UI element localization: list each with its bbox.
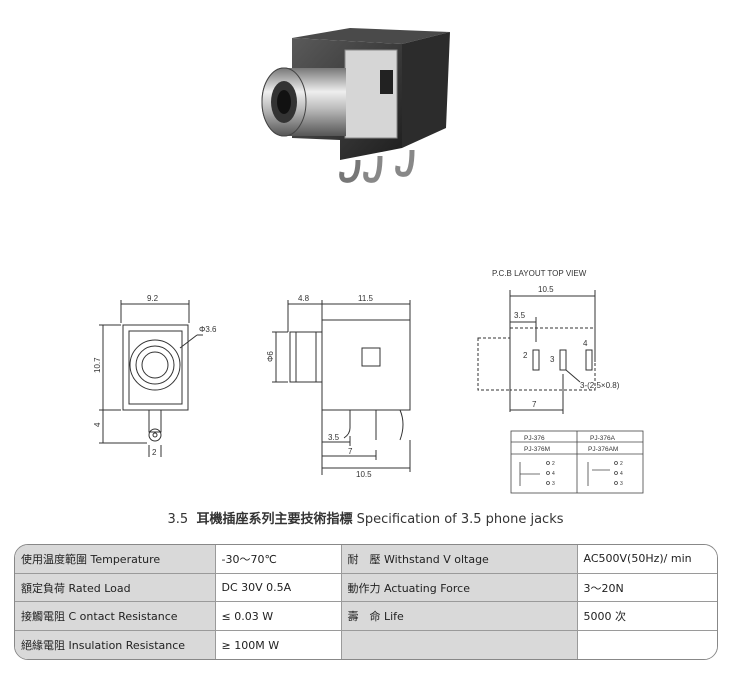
pcb-layout-caption: P.C.B LAYOUT TOP VIEW <box>492 269 587 278</box>
spec-label: 額定負荷 Rated Load <box>15 572 216 603</box>
spec-label: 壽 命 Life <box>340 601 578 632</box>
dim-side-diameter: Φ6 <box>266 351 275 362</box>
spec-label-empty <box>340 630 578 659</box>
dim-pcb-width: 10.5 <box>538 285 554 294</box>
model-pj-376m: PJ-376M <box>524 446 550 453</box>
dim-front-pin: 4 <box>93 422 102 427</box>
dim-pcb-bottom: 7 <box>532 400 537 409</box>
product-photo <box>261 28 450 183</box>
spec-label: 接觸電阻 C ontact Resistance <box>15 601 216 632</box>
model-wiring-table: PJ-376 PJ-376A PJ-376M PJ-376AM 2 4 3 2 … <box>510 430 644 494</box>
spec-row: 絕緣電阻 Insulation Resistance ≥ 100M W <box>15 630 717 659</box>
spec-value: DC 30V 0.5A <box>214 572 342 603</box>
wire-pin-4-left: 4 <box>552 471 555 477</box>
heading-number: 3.5 <box>167 512 189 527</box>
wire-pin-3-right: 3 <box>620 481 623 487</box>
model-pj-376: PJ-376 <box>524 435 545 442</box>
pcb-pin-3: 3 <box>550 355 555 364</box>
spec-value: 3～20N <box>576 572 717 603</box>
spec-row: 接觸電阻 C ontact Resistance ≤ 0.03 W 壽 命 Li… <box>15 601 717 632</box>
dim-side-body: 11.5 <box>358 294 374 303</box>
pcb-pin-4: 4 <box>583 339 588 348</box>
dim-side-p2: 7 <box>348 447 353 456</box>
wire-pin-3-left: 3 <box>552 481 555 487</box>
dim-side-nose: 4.8 <box>298 294 310 303</box>
wire-pin-4-right: 4 <box>620 471 623 477</box>
wire-pin-2-right: 2 <box>620 461 623 467</box>
dim-pcb-first: 3.5 <box>514 311 526 320</box>
model-pj-376am: PJ-376AM <box>588 446 618 453</box>
spec-table: 使用温度範圍 Temperature -30～70℃ 耐 壓 Withstand… <box>14 544 718 660</box>
heading-english: Specification of 3.5 phone jacks <box>356 512 564 527</box>
dim-front-height: 10.7 <box>93 357 102 373</box>
side-view-drawing: 4.8 11.5 Φ6 3.5 7 10.5 <box>266 294 411 479</box>
front-view-drawing: 9.2 Φ3.6 10.7 4 2 <box>93 294 217 457</box>
spec-value: -30～70℃ <box>214 545 342 574</box>
spec-row: 使用温度範圍 Temperature -30～70℃ 耐 壓 Withstand… <box>15 545 717 574</box>
wire-pin-2-left: 2 <box>552 461 555 467</box>
dim-front-width: 9.2 <box>147 294 159 303</box>
dim-side-p3: 10.5 <box>356 470 372 479</box>
spec-row: 額定負荷 Rated Load DC 30V 0.5A 動作力 Actuatin… <box>15 572 717 603</box>
spec-value: ≥ 100M W <box>214 630 342 659</box>
spec-label: 使用温度範圍 Temperature <box>15 545 216 574</box>
spec-heading: 3.5 耳機插座系列主要技術指標 Specification of 3.5 ph… <box>0 508 731 527</box>
dim-side-p1: 3.5 <box>328 433 340 442</box>
spec-label: 耐 壓 Withstand V oltage <box>340 545 578 574</box>
spec-label: 動作力 Actuating Force <box>340 572 578 603</box>
model-pj-376a: PJ-376A <box>590 435 616 442</box>
heading-chinese: 耳機插座系列主要技術指標 <box>196 512 353 527</box>
dim-pcb-hole: 3-(2.5×0.8) <box>580 381 620 390</box>
spec-value: 5000 次 <box>576 601 717 632</box>
pcb-pin-2: 2 <box>523 351 528 360</box>
pcb-layout-drawing: P.C.B LAYOUT TOP VIEW 10.5 3.5 2 3 4 3-(… <box>477 269 620 414</box>
dim-front-hole: Φ3.6 <box>199 325 217 334</box>
spec-value: AC500V(50Hz)/ min <box>576 545 717 574</box>
spec-value-empty <box>576 630 717 659</box>
spec-label: 絕緣電阻 Insulation Resistance <box>15 630 216 659</box>
dim-front-pin-width: 2 <box>152 448 157 457</box>
spec-value: ≤ 0.03 W <box>214 601 342 632</box>
